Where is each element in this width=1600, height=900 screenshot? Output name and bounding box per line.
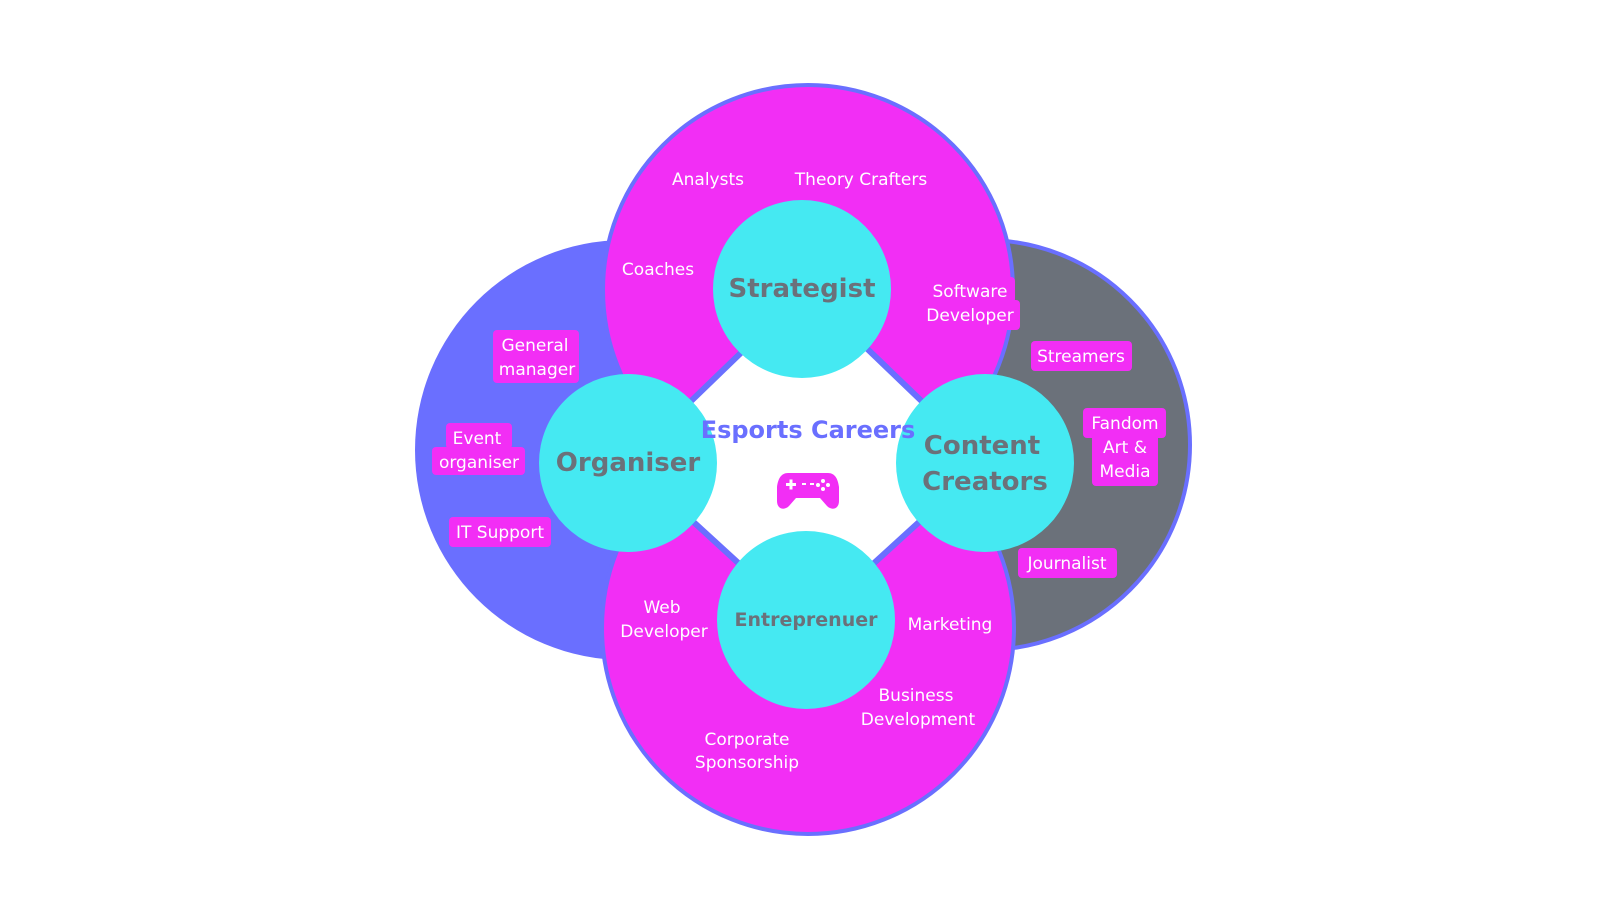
- tag-streamers: [1031, 341, 1132, 371]
- content-label-line1: Content: [924, 431, 1040, 461]
- role-journalist: Journalist: [1026, 554, 1106, 574]
- role-general-manager-line2: manager: [499, 360, 575, 380]
- organiser-hub: [539, 374, 717, 552]
- role-web-developer-line2: Developer: [620, 622, 707, 642]
- content-label-line2: Creators: [922, 467, 1048, 497]
- content-creators-hub: [896, 374, 1074, 552]
- strategist-hub: [713, 200, 891, 378]
- tag-fandom-bottom: [1092, 434, 1158, 486]
- role-fandom-line1: Fandom: [1091, 414, 1158, 434]
- role-web-developer-line1: Web: [643, 598, 680, 618]
- role-business-development-line2: Development: [861, 710, 976, 730]
- role-it-support: IT Support: [456, 523, 544, 543]
- tag-software-developer-top: [924, 277, 1015, 303]
- gamepad-icon: [777, 473, 839, 509]
- role-software-developer-line1: Software: [933, 282, 1008, 302]
- role-general-manager-line1: General: [502, 336, 569, 356]
- role-corporate-sponsorship-line2: Sponsorship: [695, 753, 799, 773]
- tag-event-organiser-bottom: [432, 447, 525, 475]
- role-software-developer-line2: Developer: [926, 306, 1013, 326]
- tag-general-manager: [493, 330, 579, 383]
- role-marketing: Marketing: [908, 615, 993, 635]
- role-coaches: Coaches: [622, 260, 694, 280]
- role-event-organiser-line2: organiser: [439, 453, 519, 473]
- tag-it-support: [449, 517, 551, 547]
- strategist-label: Strategist: [728, 274, 875, 304]
- role-fandom-line3: Media: [1099, 462, 1150, 482]
- tag-software-developer-bottom: [919, 300, 1020, 330]
- role-analysts: Analysts: [672, 170, 744, 190]
- role-corporate-sponsorship-line1: Corporate: [705, 730, 790, 750]
- role-fandom-line2: Art &: [1103, 438, 1147, 458]
- tag-fandom-top: [1083, 408, 1166, 438]
- role-streamers: Streamers: [1037, 347, 1125, 367]
- role-business-development-line1: Business: [879, 686, 954, 706]
- tag-journalist: [1018, 548, 1117, 578]
- role-event-organiser-line1: Event: [453, 429, 502, 449]
- diagram-title: Esports Careers: [701, 416, 916, 444]
- organiser-label: Organiser: [556, 448, 701, 478]
- entrepreneur-hub: [717, 531, 895, 709]
- role-theory-crafters: Theory Crafters: [794, 170, 928, 190]
- tag-event-organiser-top: [446, 423, 512, 449]
- entrepreneur-label: Entreprenuer: [734, 609, 878, 631]
